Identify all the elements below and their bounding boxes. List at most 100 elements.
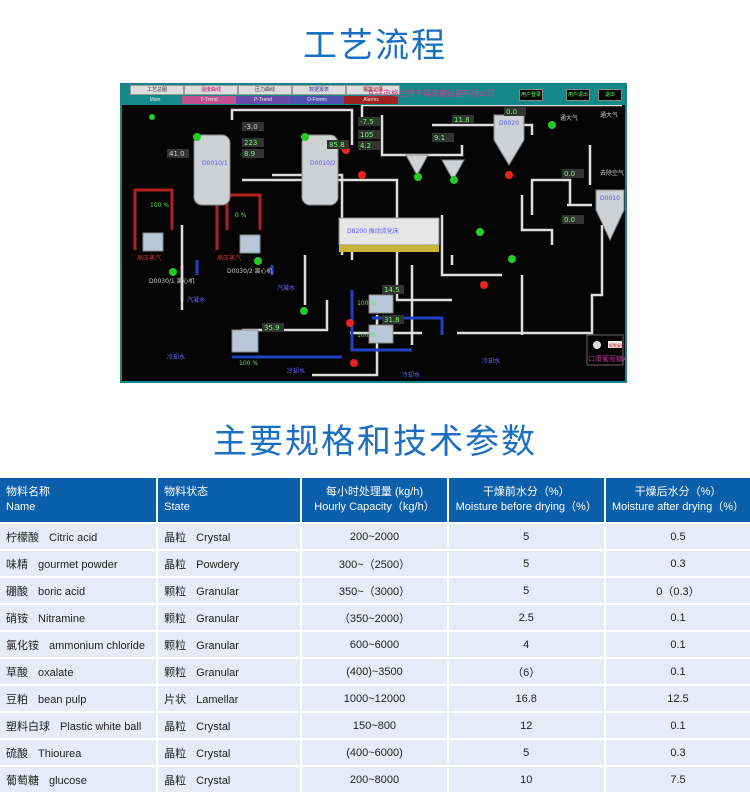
tab-p-trend[interactable]: 压力曲线 <box>238 85 292 95</box>
moisture-before: 10 <box>448 767 606 794</box>
tab-main-sub[interactable]: Main <box>128 96 182 104</box>
readouts: 41.0 -3.0 223 8.9 85.8 -7.5 105 4.2 9.1 … <box>167 107 584 332</box>
logout-button[interactable]: 用户退出 <box>566 89 590 101</box>
svg-text:0.0: 0.0 <box>564 216 575 224</box>
svg-text:-3.0: -3.0 <box>244 123 258 131</box>
svg-text:41.0: 41.0 <box>169 150 185 158</box>
login-button[interactable]: 用户登录 <box>519 89 543 101</box>
moisture-before: 5 <box>448 524 606 551</box>
svg-text:105: 105 <box>360 131 373 139</box>
svg-text:去除空气: 去除空气 <box>600 169 624 177</box>
process-diagram: 41.0 -3.0 223 8.9 85.8 -7.5 105 4.2 9.1 … <box>133 105 625 379</box>
svg-text:通大气: 通大气 <box>560 114 578 122</box>
labels: D0010/1 D0010/2 D0020 D0010 D8200 振动流化床 … <box>137 111 624 379</box>
svg-text:冷却水: 冷却水 <box>167 353 185 361</box>
hourly-capacity: 300~（2500） <box>302 551 449 578</box>
svg-text:D0030/1 离心机: D0030/1 离心机 <box>149 277 195 285</box>
hourly-capacity: (400)~3500 <box>302 659 449 686</box>
hourly-capacity: 200~8000 <box>302 767 449 794</box>
svg-text:口康葡萄糖A: 口康葡萄糖A <box>588 354 625 363</box>
moisture-after: 0.1 <box>605 632 750 659</box>
svg-text:D0010/2: D0010/2 <box>310 160 336 167</box>
svg-text:冷却水: 冷却水 <box>287 367 305 375</box>
svg-text:9.1: 9.1 <box>434 134 445 142</box>
hourly-capacity: (400~6000) <box>302 740 449 767</box>
moisture-after: 0.1 <box>605 713 750 740</box>
moisture-after: 0.3 <box>605 740 750 767</box>
tab-p-trend-sub[interactable]: P-Trend <box>236 96 290 104</box>
process-flow-title: 工艺流程 <box>303 26 447 66</box>
svg-text:D0030/2 离心机: D0030/2 离心机 <box>227 267 273 275</box>
svg-text:100 %: 100 % <box>239 360 258 367</box>
tab-alarms-sub[interactable]: Alarms <box>344 96 398 104</box>
moisture-after: 0.1 <box>605 659 750 686</box>
col-moisture-before: 干燥前水分（%）Moisture before drying（%） <box>448 478 606 524</box>
tab-d-forms-sub[interactable]: D-Forms <box>290 96 344 104</box>
svg-text:100 %: 100 % <box>357 332 376 339</box>
hourly-capacity: 600~6000 <box>302 632 449 659</box>
svg-text:-7.5: -7.5 <box>360 118 374 126</box>
specs-title: 主要规格和技术参数 <box>213 422 537 462</box>
svg-text:31.8: 31.8 <box>384 316 400 324</box>
moisture-before: 5 <box>448 740 606 767</box>
svg-text:汽凝水: 汽凝水 <box>277 284 295 292</box>
svg-text:35.9: 35.9 <box>264 324 280 332</box>
moisture-before: 5 <box>448 551 606 578</box>
svg-text:高压蒸汽: 高压蒸汽 <box>137 254 161 262</box>
svg-text:D0010/1: D0010/1 <box>202 160 228 167</box>
svg-text:85.8: 85.8 <box>329 141 345 149</box>
svg-text:冷却水: 冷却水 <box>402 371 420 379</box>
moisture-before: 12 <box>448 713 606 740</box>
col-moisture-after: 干燥后水分（%）Moisture after drying（%） <box>605 478 750 524</box>
tab-t-trend[interactable]: 温度曲线 <box>184 85 238 95</box>
tab-alarms[interactable]: 报警记录 <box>346 85 400 95</box>
svg-text:0.0: 0.0 <box>506 108 517 116</box>
moisture-before: 2.5 <box>448 605 606 632</box>
steam-pipes <box>133 188 262 250</box>
moisture-before: 4 <box>448 632 606 659</box>
tab-t-trend-sub[interactable]: T-Trend <box>182 96 236 104</box>
process-flow-scada-screenshot: 工艺总图 温度曲线 压力曲线 数据报表 报警记录 Main T-Trend P-… <box>120 83 627 383</box>
exit-button[interactable]: 退出 <box>598 89 622 101</box>
tab-d-forms[interactable]: 数据报表 <box>292 85 346 95</box>
motors <box>149 114 556 367</box>
svg-text:0 %: 0 % <box>235 212 247 219</box>
vibro-bed-base <box>339 245 439 252</box>
moisture-before: （6） <box>448 659 606 686</box>
svg-text:高压蒸汽: 高压蒸汽 <box>217 254 241 262</box>
svg-text:0.0: 0.0 <box>564 170 575 178</box>
moisture-after: 0.1 <box>605 605 750 632</box>
moisture-after: 0（0.3） <box>605 578 750 605</box>
svg-text:100 %: 100 % <box>150 202 169 209</box>
indicator-panel: 报警复位 口康葡萄糖A <box>586 334 625 366</box>
tab-main[interactable]: 工艺总图 <box>130 85 184 95</box>
moisture-before: 16.8 <box>448 686 606 713</box>
moisture-after: 0.3 <box>605 551 750 578</box>
svg-text:223: 223 <box>244 139 257 147</box>
